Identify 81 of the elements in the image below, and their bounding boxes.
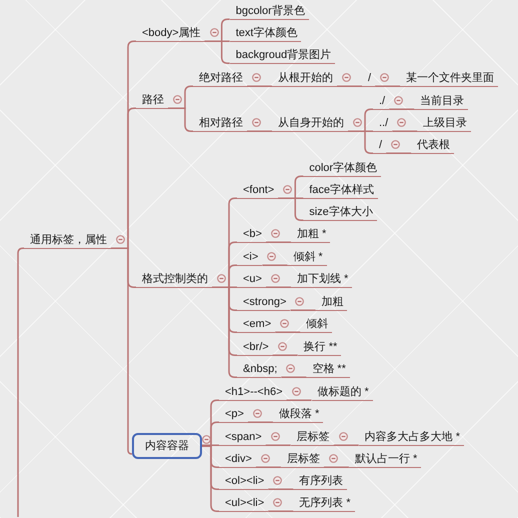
underlined-topic: 路径 xyxy=(136,93,168,109)
underlined-topic: ./ xyxy=(373,94,390,110)
connector-line xyxy=(204,40,230,64)
connector-line xyxy=(247,130,272,132)
connector-line xyxy=(262,264,288,266)
connector-line xyxy=(324,466,349,468)
connector-line xyxy=(281,376,306,378)
underlined-topic: <ol><li> xyxy=(219,474,268,490)
connector-line xyxy=(248,422,273,423)
connector-line xyxy=(275,332,300,333)
underlined-topic: 相对路径 xyxy=(193,116,247,132)
connector-line xyxy=(256,466,281,468)
connector-line xyxy=(392,130,418,132)
underlined-topic: color字体颜色 xyxy=(303,161,382,177)
connector-line xyxy=(266,444,291,446)
connector-line xyxy=(375,86,400,87)
underlined-topic: 格式控制类的 xyxy=(136,272,212,288)
underlined-topic: 层标签 xyxy=(280,452,324,468)
connector-line xyxy=(202,445,219,512)
underlined-topic: <u> xyxy=(237,272,266,288)
connector-line xyxy=(348,130,373,154)
connector-line xyxy=(202,444,219,446)
connector-line xyxy=(111,248,133,455)
underlined-topic: &nbsp; xyxy=(237,362,282,378)
underlined-topic: text字体颜色 xyxy=(230,26,302,42)
underlined-topic: bgcolor背景色 xyxy=(230,4,309,20)
underlined-topic: 从自身开始的 xyxy=(272,116,348,132)
highlighted-topic-box: 内容容器 xyxy=(132,433,202,459)
underlined-topic: 上级目录 xyxy=(417,116,472,132)
underlined-topic: 做段落 * xyxy=(272,407,324,423)
connector-line xyxy=(386,152,412,154)
underlined-topic: 绝对路径 xyxy=(193,71,247,87)
underlined-topic: 加粗 * xyxy=(290,227,330,243)
connector-line xyxy=(286,400,312,401)
underlined-topic: <font> xyxy=(237,183,278,199)
underlined-topic: 某一个文件夹里面 xyxy=(400,71,498,87)
underlined-topic: 做标题的 * xyxy=(312,385,373,401)
connector-line xyxy=(266,242,291,243)
underlined-topic: <br/> xyxy=(237,340,273,356)
underlined-topic: 倾斜 xyxy=(300,317,332,333)
connector-line xyxy=(389,108,414,110)
underlined-topic: 有序列表 xyxy=(293,474,348,490)
underlined-topic: / xyxy=(373,138,386,154)
underlined-topic: <b> xyxy=(237,227,266,243)
connector-line xyxy=(290,310,316,311)
underlined-topic: size字体大小 xyxy=(303,205,377,221)
underlined-topic: <h1>--<h6> xyxy=(219,385,286,401)
connector-line xyxy=(268,488,294,490)
connector-line xyxy=(337,86,362,87)
underlined-topic: 内容多大占多大地 * xyxy=(358,430,464,446)
underlined-topic: ../ xyxy=(373,116,392,132)
connector-line xyxy=(278,198,304,221)
connector-line xyxy=(272,354,298,356)
underlined-topic: backgroud背景图片 xyxy=(230,48,336,64)
underlined-topic: <div> xyxy=(219,452,256,468)
underlined-topic: face字体样式 xyxy=(303,183,378,199)
underlined-topic: 无序列表 * xyxy=(293,496,354,512)
connector-line xyxy=(266,286,291,288)
underlined-topic: <span> xyxy=(219,430,266,446)
connector-line xyxy=(334,444,359,446)
underlined-topic: 倾斜 * xyxy=(287,250,327,266)
underlined-topic: 通用标签，属性 xyxy=(24,233,111,249)
underlined-topic: <p> xyxy=(219,407,248,423)
underlined-topic: <ul><li> xyxy=(219,496,268,512)
connector-line xyxy=(247,86,272,87)
underlined-topic: <strong> xyxy=(237,295,290,311)
underlined-topic: / xyxy=(362,71,376,87)
underlined-topic: <i> xyxy=(237,250,262,266)
underlined-topic: 从根开始的 xyxy=(272,71,337,87)
connector-line xyxy=(212,286,237,378)
underlined-topic: 代表根 xyxy=(411,138,454,154)
underlined-topic: 当前目录 xyxy=(414,94,468,110)
underlined-topic: <body>属性 xyxy=(136,26,205,42)
underlined-topic: 空格 ** xyxy=(306,362,350,378)
underlined-topic: 层标签 xyxy=(290,430,334,446)
underlined-topic: 默认占一行 * xyxy=(348,452,422,468)
underlined-topic: 换行 ** xyxy=(298,340,342,356)
underlined-topic: <em> xyxy=(237,317,276,333)
underlined-topic: 加下划线 * xyxy=(290,272,352,288)
connector-line xyxy=(268,510,294,512)
underlined-topic: 加粗 xyxy=(315,295,348,311)
